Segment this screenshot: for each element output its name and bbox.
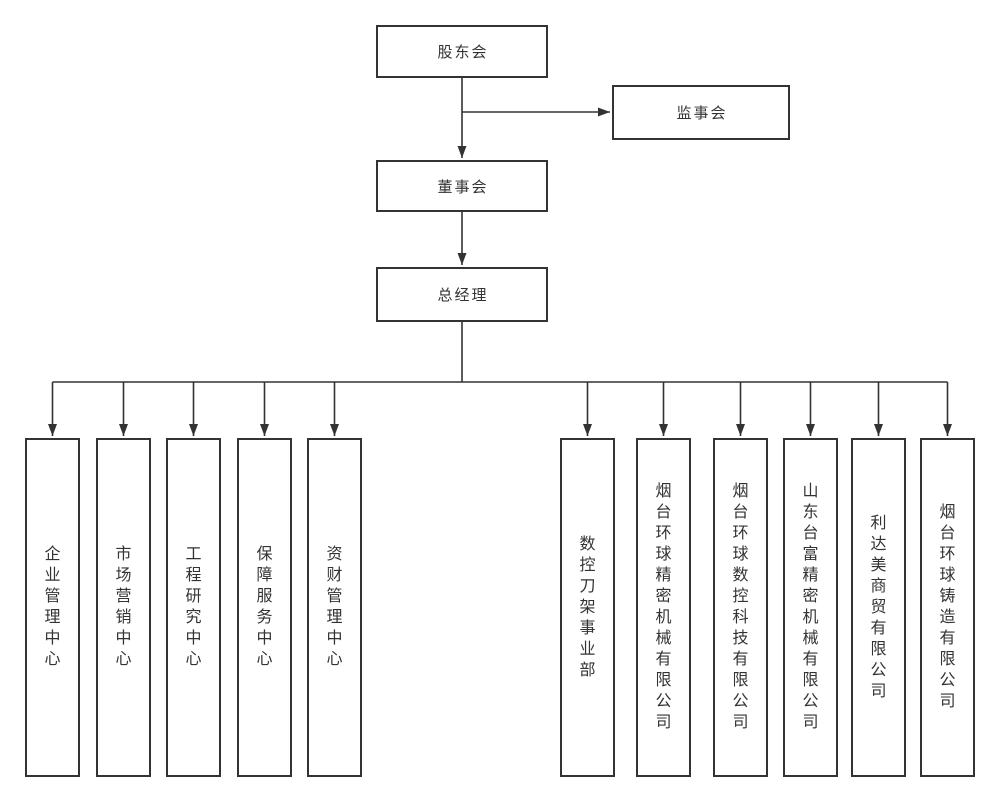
unit-box-engineering-research-center: 工程研究中心 (166, 438, 221, 777)
unit-label: 工程研究中心 (185, 546, 202, 668)
unit-label: 数控刀架事业部 (579, 535, 596, 679)
node-board-of-directors-label: 董事会 (437, 178, 489, 196)
unit-box-asset-management-center: 资财管理中心 (307, 438, 362, 777)
node-general-manager: 总经理 (376, 267, 548, 322)
unit-box-cnc-turret-division: 数控刀架事业部 (560, 438, 615, 777)
unit-label: 利达美商贸有限公司 (870, 514, 887, 700)
node-general-manager-label: 总经理 (437, 287, 489, 304)
unit-label: 企业管理中心 (44, 546, 61, 668)
unit-label: 烟台环球数控科技有限公司 (732, 483, 749, 731)
unit-box-yantai-huanqiu-precision-machinery: 烟台环球精密机械有限公司 (636, 438, 691, 777)
node-supervisory-board: 监事会 (612, 85, 790, 140)
unit-box-shandong-taifu-precision-machinery: 山东台富精密机械有限公司 (783, 438, 838, 777)
unit-box-lidamei-trading: 利达美商贸有限公司 (851, 438, 906, 777)
unit-box-marketing-center: 市场营销中心 (96, 438, 151, 777)
unit-label: 烟台环球精密机械有限公司 (655, 483, 672, 731)
unit-label: 烟台环球铸造有限公司 (939, 504, 956, 710)
node-supervisory-board-label: 监事会 (676, 105, 728, 122)
unit-label: 保障服务中心 (256, 546, 273, 668)
unit-box-yantai-huanqiu-casting: 烟台环球铸造有限公司 (920, 438, 975, 777)
unit-label: 市场营销中心 (115, 546, 132, 668)
unit-box-yantai-huanqiu-cnc-technology: 烟台环球数控科技有限公司 (713, 438, 768, 777)
unit-label: 山东台富精密机械有限公司 (802, 483, 819, 731)
unit-label: 资财管理中心 (326, 546, 343, 668)
node-board-of-directors: 董事会 (376, 160, 548, 212)
node-shareholders-meeting: 股东会 (376, 25, 548, 78)
unit-box-support-service-center: 保障服务中心 (237, 438, 292, 777)
node-shareholders-meeting-label: 股东会 (437, 44, 489, 61)
unit-box-enterprise-management-center: 企业管理中心 (25, 438, 80, 777)
